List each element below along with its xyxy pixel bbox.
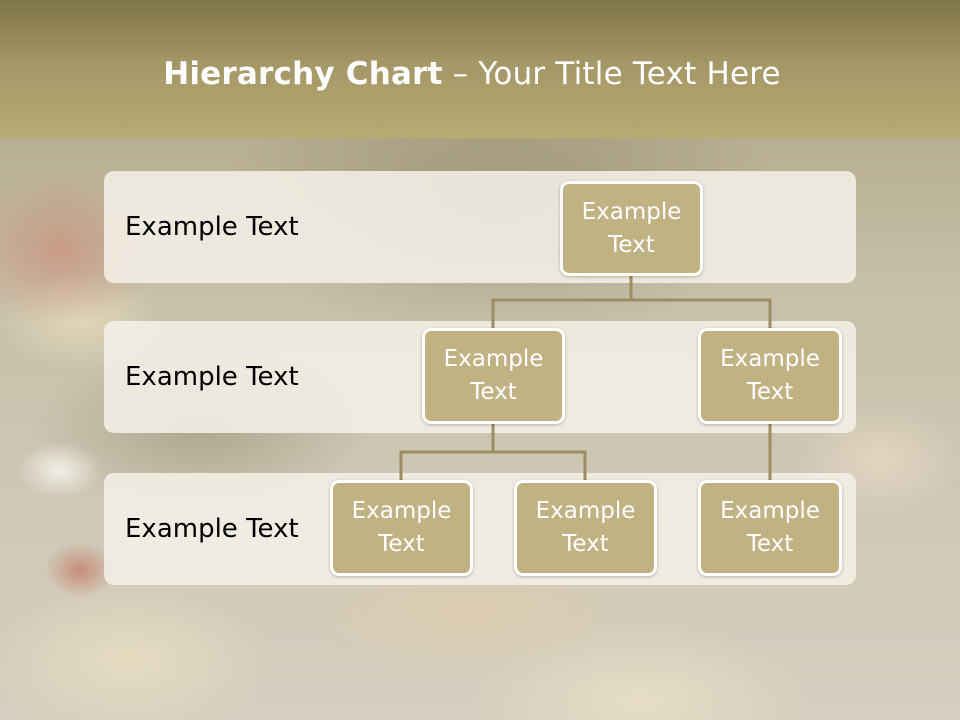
level-label-3: Example Text — [125, 514, 299, 544]
slide-title: Hierarchy Chart – Your Title Text Here — [0, 56, 944, 92]
level-band-1: Example Text — [104, 171, 856, 283]
connector-left-branch — [399, 450, 587, 481]
node-level2-right[interactable]: Example Text — [698, 328, 842, 424]
node-root[interactable]: Example Text — [560, 181, 703, 276]
node-level3-2[interactable]: Example Text — [514, 480, 657, 576]
title-bar: Hierarchy Chart – Your Title Text Here — [0, 0, 960, 138]
slide-title-rest: – Your Title Text Here — [442, 56, 781, 92]
slide-title-bold: Hierarchy Chart — [163, 56, 443, 92]
connector-root-branch — [491, 298, 772, 329]
level-label-2: Example Text — [125, 362, 299, 392]
node-level3-3[interactable]: Example Text — [698, 480, 842, 576]
node-level2-left[interactable]: Example Text — [422, 328, 565, 424]
node-level3-1[interactable]: Example Text — [330, 480, 473, 576]
level-label-1: Example Text — [125, 212, 299, 242]
